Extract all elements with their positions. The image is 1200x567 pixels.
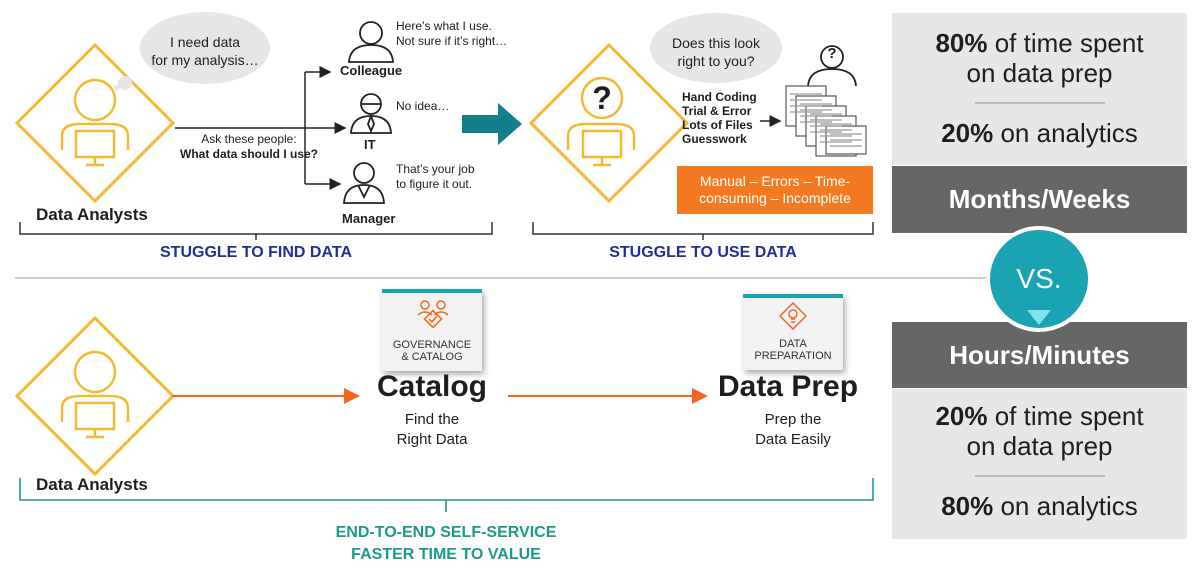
prep-card-line1: DATA — [779, 338, 807, 350]
section-label-self-service: END-TO-END SELF-SERVICE FASTER TIME TO V… — [286, 522, 606, 566]
top-stat-separator — [975, 102, 1105, 104]
hours-minutes-bar: Hours/Minutes — [892, 322, 1187, 388]
catalog-subtitle: Find the Right Data — [372, 410, 492, 450]
ask-question: What data should I use? — [180, 147, 319, 161]
section-label-find-data: STUGGLE TO FIND DATA — [160, 244, 352, 261]
bottom-stat-analytics: 80% on analytics — [892, 491, 1187, 521]
months-weeks-bar: Months/Weeks — [892, 166, 1187, 233]
big-teal-arrow — [462, 103, 522, 145]
look-right-bubble — [650, 13, 782, 83]
problems-box: Manual – Errors – Time- consuming – Inco… — [677, 166, 873, 214]
it-label: IT — [364, 137, 376, 152]
ask-text: Ask these people: — [201, 132, 297, 146]
top-stat-analytics: 20% on analytics — [892, 118, 1187, 148]
colleague-quote-line1: Here’s what I use. — [396, 19, 492, 33]
catalog-sub-line2: Right Data — [396, 431, 468, 448]
governance-icon — [417, 300, 449, 329]
problems-line1: Manual – Errors – Time- — [699, 173, 851, 189]
analyst-diamond-top — [14, 42, 176, 204]
manager-quote-line2: to figure it out. — [396, 177, 473, 191]
method-hand-coding: Hand Coding — [682, 90, 757, 104]
need-data-line2: for my analysis… — [151, 52, 259, 68]
manager-quote-line1: That’s your job — [396, 162, 475, 176]
analyst-label-bottom: Data Analysts — [36, 475, 148, 494]
questioning-person-icon — [807, 45, 857, 87]
small-question-mark-icon: ? — [827, 45, 837, 62]
catalog-card-label: GOVERNANCE & CATALOG — [382, 339, 482, 363]
catalog-sub-line1: Find the — [404, 411, 460, 428]
bottom-stat-prep: 20% of time spent on data prep — [892, 401, 1187, 461]
self-service-line1: END-TO-END SELF-SERVICE — [335, 524, 557, 541]
prep-sub-line2: Data Easily — [755, 431, 831, 448]
hours-minutes-label: Hours/Minutes — [949, 339, 1130, 370]
top-stat-analytics-rest: on analytics — [993, 118, 1138, 148]
catalog-card-line1: GOVERNANCE — [392, 339, 472, 351]
need-data-bubble — [140, 12, 270, 84]
method-lots-of-files: Lots of Files — [682, 118, 753, 132]
prep-sub-line1: Prep the — [764, 411, 822, 428]
data-prep-subtitle: Prep the Data Easily — [733, 410, 853, 450]
look-right-line2: right to you? — [677, 53, 755, 69]
colleague-person-icon — [348, 21, 394, 63]
top-stat-analytics-pct: 20% — [941, 118, 994, 148]
colleague-quote-line2: Not sure if it’s right… — [396, 34, 508, 48]
bottom-stat-prep-line2: on data prep — [966, 431, 1113, 461]
data-preparation-card: DATA PREPARATION — [743, 294, 843, 370]
catalog-title: Catalog — [376, 370, 487, 403]
colleague-label: Colleague — [340, 63, 403, 78]
bottom-stat-separator — [975, 475, 1105, 477]
analyst-diamond-bottom — [14, 315, 176, 477]
bubble-tail-1 — [118, 76, 132, 90]
top-stat-prep-pct: 80% — [935, 28, 988, 58]
bracket-self-service — [19, 478, 874, 512]
section-label-use-data: STUGGLE TO USE DATA — [609, 244, 797, 261]
bracket-use-data — [532, 222, 874, 240]
colleague-quote: Here’s what I use. Not sure if it’s righ… — [396, 19, 507, 49]
analyst-diamond-middle — [528, 42, 690, 204]
data-prep-title: Data Prep — [717, 370, 859, 403]
look-right-line1: Does this look — [672, 35, 760, 51]
data-prep-lightbulb-icon — [779, 302, 807, 330]
catalog-card-line2: & CATALOG — [401, 351, 463, 363]
bottom-stats-panel — [892, 389, 1187, 539]
vs-down-triangle-icon — [1027, 310, 1051, 325]
need-data-line1: I need data — [169, 34, 241, 50]
prep-card-line2: PREPARATION — [754, 350, 832, 362]
question-mark-icon: ? — [592, 80, 612, 116]
method-guesswork: Guesswork — [682, 132, 747, 146]
look-right-bubble-text: Does this look right to you? — [650, 34, 782, 70]
governance-catalog-card: GOVERNANCE & CATALOG — [382, 289, 482, 371]
top-stat-prep: 80% of time spent on data prep — [892, 28, 1187, 88]
ask-branch-arrows — [175, 66, 347, 190]
bottom-stat-prep-rest: of time spent — [987, 401, 1144, 431]
bottom-stat-prep-pct: 20% — [935, 401, 988, 431]
problems-line2: consuming – Incomplete — [699, 190, 851, 206]
analyst-label-top: Data Analysts — [36, 205, 148, 224]
months-weeks-label: Months/Weeks — [948, 184, 1131, 214]
top-stat-prep-line2: on data prep — [966, 58, 1113, 88]
self-service-line2: FASTER TIME TO VALUE — [351, 546, 541, 563]
manager-person-icon — [343, 162, 385, 204]
bracket-find-data — [19, 222, 493, 240]
it-person-icon — [350, 93, 392, 134]
method-trial-error: Trial & Error — [682, 104, 752, 118]
prep-card-label: DATA PREPARATION — [743, 338, 843, 362]
top-stat-prep-rest: of time spent — [987, 28, 1144, 58]
it-quote: No idea… — [396, 99, 450, 113]
ask-caption: Ask these people: What data should I use… — [180, 132, 318, 162]
manager-label: Manager — [342, 211, 396, 226]
bubble-tail-2 — [114, 85, 120, 91]
manager-quote: That’s your job to figure it out. — [396, 162, 475, 192]
top-stats-panel — [892, 13, 1187, 165]
bottom-stat-analytics-rest: on analytics — [993, 491, 1138, 521]
need-data-bubble-text: I need data for my analysis… — [140, 33, 270, 69]
methods-list: Hand Coding Trial & Error Lots of Files … — [682, 90, 757, 146]
vs-label: VS. — [1016, 263, 1062, 294]
bottom-stat-analytics-pct: 80% — [941, 491, 994, 521]
stacked-files-icon — [785, 85, 867, 157]
